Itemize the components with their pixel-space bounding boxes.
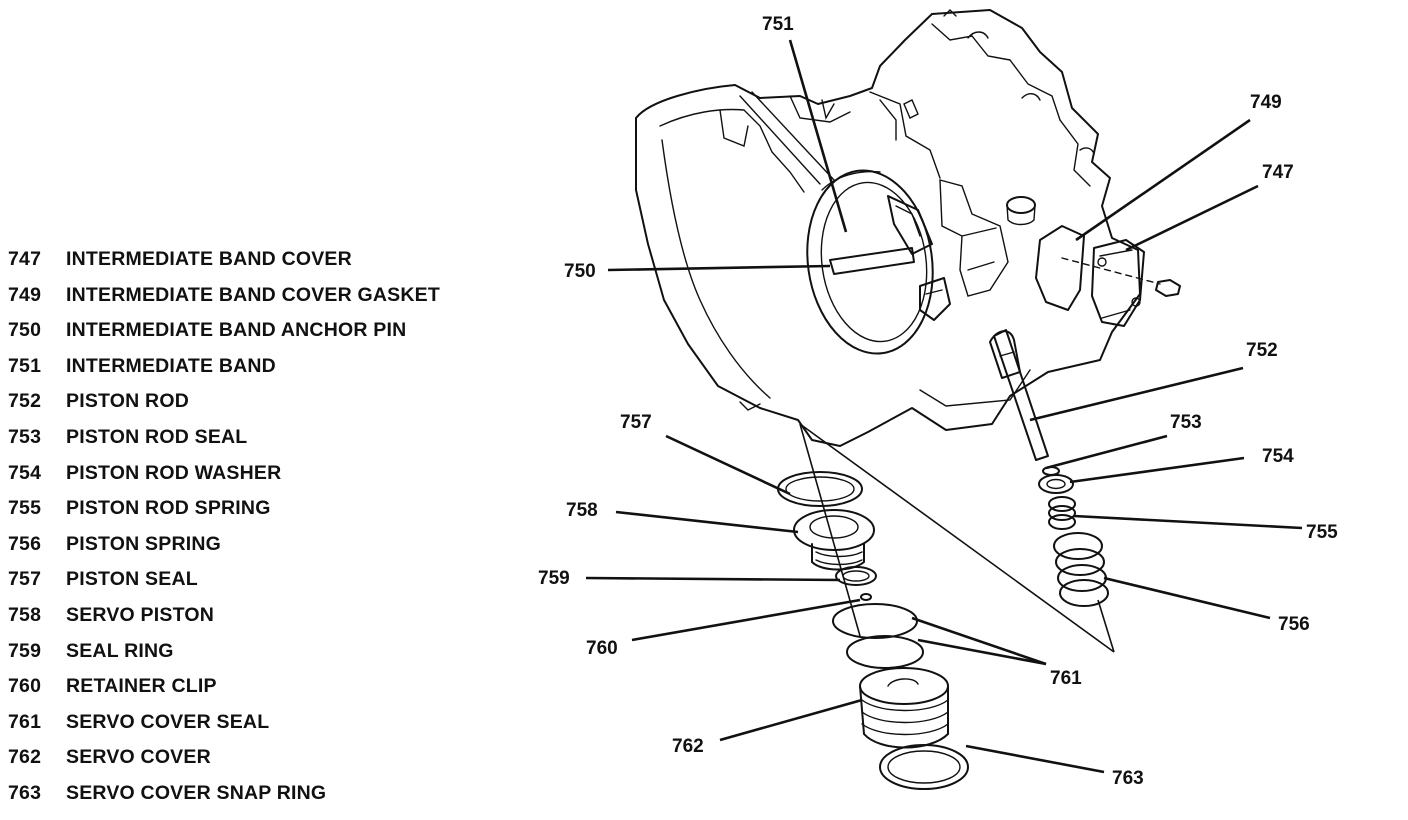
legend-item: 755 PISTON ROD SPRING	[8, 497, 440, 533]
servo-cover-snap-ring-part	[879, 744, 969, 790]
legend-item: 757 PISTON SEAL	[8, 568, 440, 604]
piston-rod-spring-part	[1048, 496, 1076, 530]
callout-750: 750	[564, 261, 596, 282]
legend-part-number: 753	[8, 425, 42, 448]
legend-part-name: PISTON ROD SEAL	[66, 425, 248, 448]
legend-item: 749 INTERMEDIATE BAND COVER GASKET	[8, 284, 440, 320]
legend-item: 753 PISTON ROD SEAL	[8, 426, 440, 462]
callout-761: 761	[1050, 668, 1082, 689]
legend-part-name: SERVO COVER	[66, 746, 211, 769]
legend-part-number: 761	[8, 710, 42, 733]
legend-part-name: INTERMEDIATE BAND	[66, 354, 276, 377]
legend-part-number: 762	[8, 746, 42, 769]
legend-item: 760 RETAINER CLIP	[8, 675, 440, 711]
legend-part-number: 760	[8, 675, 42, 698]
legend-part-name: SEAL RING	[66, 639, 174, 662]
leader-lines	[585, 39, 1303, 774]
legend-part-number: 755	[8, 497, 42, 520]
legend-item: 747 INTERMEDIATE BAND COVER	[8, 248, 440, 284]
callout-756: 756	[1278, 614, 1310, 635]
callout-762: 762	[672, 736, 704, 757]
callout-757: 757	[620, 412, 652, 433]
servo-cover-part	[859, 667, 949, 749]
legend-part-number: 763	[8, 781, 42, 804]
legend-part-name: PISTON SPRING	[66, 532, 222, 555]
legend-item: 762 SERVO COVER	[8, 746, 440, 782]
legend-item: 754 PISTON ROD WASHER	[8, 462, 440, 498]
legend-item: 752 PISTON ROD	[8, 390, 440, 426]
piston-spring-part	[1053, 532, 1109, 607]
legend-part-number: 747	[8, 248, 42, 270]
callout-labels: 751 749 747 750 752 753 757 754 758 755 …	[538, 14, 1338, 789]
legend-part-name: INTERMEDIATE BAND COVER GASKET	[66, 283, 440, 306]
callout-754: 754	[1262, 446, 1294, 467]
transmission-case	[635, 9, 1181, 461]
legend-item: 758 SERVO PISTON	[8, 604, 440, 640]
callout-758: 758	[566, 500, 598, 521]
legend-item: 761 SERVO COVER SEAL	[8, 711, 440, 747]
legend-part-number: 751	[8, 354, 42, 377]
legend-part-number: 752	[8, 390, 42, 413]
callout-752: 752	[1246, 340, 1278, 361]
legend-part-name: PISTON ROD	[66, 390, 189, 413]
servo-piston-part	[793, 509, 875, 571]
legend-part-name: PISTON ROD SPRING	[66, 497, 271, 520]
callout-749: 749	[1250, 92, 1282, 113]
legend-part-name: SERVO COVER SNAP RING	[66, 781, 327, 804]
assembly-direction-lines	[799, 423, 1115, 653]
legend-part-number: 757	[8, 568, 42, 591]
servo-cover-seal-part	[832, 603, 924, 669]
legend-item: 750 INTERMEDIATE BAND ANCHOR PIN	[8, 319, 440, 355]
callout-747: 747	[1262, 162, 1294, 183]
legend-item: 756 PISTON SPRING	[8, 533, 440, 569]
callout-755: 755	[1306, 522, 1338, 543]
piston-seal-part	[777, 471, 863, 507]
legend-part-number: 750	[8, 319, 42, 342]
legend-part-name: PISTON ROD WASHER	[66, 461, 282, 484]
callout-751: 751	[762, 14, 794, 35]
legend-part-name: INTERMEDIATE BAND ANCHOR PIN	[66, 319, 407, 342]
legend-part-name: RETAINER CLIP	[66, 675, 217, 698]
legend-part-name: SERVO PISTON	[66, 603, 214, 626]
legend-part-number: 759	[8, 639, 42, 662]
legend-item: 751 INTERMEDIATE BAND	[8, 355, 440, 391]
piston-rod-hardware	[1038, 466, 1109, 607]
legend-part-number: 758	[8, 603, 42, 626]
callout-753: 753	[1170, 412, 1202, 433]
servo-piston-assembly	[777, 471, 969, 790]
callout-760: 760	[586, 638, 618, 659]
legend-item: 763 SERVO COVER SNAP RING	[8, 782, 440, 818]
legend-part-name: SERVO COVER SEAL	[66, 710, 270, 733]
legend-part-number: 754	[8, 461, 42, 484]
retainer-clip-part	[860, 593, 872, 601]
callout-759: 759	[538, 568, 570, 589]
legend-part-name: PISTON SEAL	[66, 568, 198, 591]
piston-rod-washer-part	[1038, 474, 1074, 494]
piston-rod-seal-part	[1042, 466, 1060, 476]
legend-part-name: INTERMEDIATE BAND COVER	[66, 248, 352, 270]
callout-763: 763	[1112, 768, 1144, 789]
legend-part-number: 749	[8, 283, 42, 306]
legend-item: 759 SEAL RING	[8, 640, 440, 676]
legend-part-number: 756	[8, 532, 42, 555]
